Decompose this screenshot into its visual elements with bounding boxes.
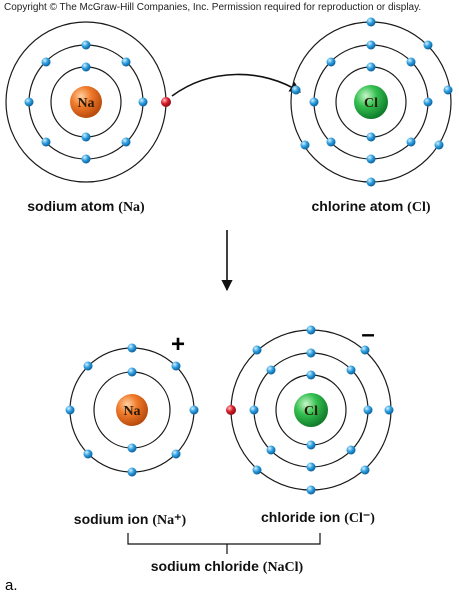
electron (171, 361, 181, 371)
electron (266, 365, 276, 375)
sodium-ion-label-symbol: (Na⁺) (152, 513, 186, 528)
electron (24, 97, 34, 107)
electron (121, 137, 131, 147)
electron (252, 465, 262, 475)
electron (83, 449, 93, 459)
sodium-ion-nucleus-symbol: Na (123, 404, 140, 419)
compound-bracket (127, 533, 321, 554)
electron (306, 440, 316, 450)
electron (300, 140, 310, 150)
electron (306, 485, 316, 495)
chloride-ion-charge: – (361, 321, 374, 348)
sodium-ion-label-word: sodium ion (74, 511, 149, 527)
transferred-electron (161, 97, 171, 107)
sodium-atom-label: sodium atom (Na) (27, 198, 145, 215)
chlorine-atom-label-symbol: (Cl) (407, 200, 431, 215)
electron-group (65, 343, 199, 477)
electron (434, 140, 444, 150)
sodium-nucleus-symbol: Na (77, 96, 94, 111)
electron (360, 345, 370, 355)
electron (366, 177, 376, 187)
sodium-ion-label: sodium ion (Na⁺) (74, 511, 187, 528)
electron (363, 405, 373, 415)
electron (121, 57, 131, 67)
chlorine-nucleus-symbol: Cl (364, 96, 378, 111)
electron (306, 370, 316, 380)
chlorine-atom-label-word: chlorine atom (311, 198, 403, 214)
sodium-chloride-label: sodium chloride (NaCl) (151, 558, 304, 575)
electron (309, 97, 319, 107)
sodium-chloride-label-symbol: (NaCl) (263, 560, 304, 575)
sodium-ion-charge: + (171, 331, 185, 358)
electron (360, 465, 370, 475)
electron (384, 405, 394, 415)
electron (127, 443, 137, 453)
electron (252, 345, 262, 355)
chlorine-atom: Cl (290, 17, 453, 187)
copyright-notice: Copyright © The McGraw-Hill Companies, I… (4, 2, 421, 13)
sodium-atom-label-word: sodium atom (27, 198, 114, 214)
electron (81, 132, 91, 142)
electron (406, 137, 416, 147)
chloride-ion: Cl – (226, 321, 394, 495)
electron-transfer-arrow (171, 73, 301, 97)
sodium-chloride-label-word: sodium chloride (151, 558, 259, 574)
electron (346, 365, 356, 375)
electron (81, 154, 91, 164)
chloride-ion-label-word: chloride ion (261, 509, 340, 525)
electron (65, 405, 75, 415)
electron (171, 449, 181, 459)
electron (81, 62, 91, 72)
electron (306, 462, 316, 472)
chloride-ion-label-symbol: (Cl⁻) (344, 511, 375, 526)
electron (138, 97, 148, 107)
chloride-ion-label: chloride ion (Cl⁻) (261, 509, 375, 526)
sodium-ion-nucleus (116, 394, 148, 426)
electron (326, 57, 336, 67)
gained-electron (226, 405, 236, 415)
electron (189, 405, 199, 415)
electron-group (249, 325, 394, 495)
electron (81, 40, 91, 50)
electron (83, 361, 93, 371)
electron (366, 132, 376, 142)
electron (423, 97, 433, 107)
electron (443, 85, 453, 95)
sodium-ion: Na + (65, 331, 199, 477)
sodium-atom-label-symbol: (Na) (118, 200, 145, 215)
electron (366, 154, 376, 164)
electron (249, 405, 259, 415)
electron (406, 57, 416, 67)
electron (127, 343, 137, 353)
electron (366, 40, 376, 50)
panel-label: a. (5, 577, 18, 594)
electron (306, 325, 316, 335)
chloride-ion-nucleus (294, 393, 328, 427)
electron (127, 467, 137, 477)
electron (366, 17, 376, 27)
electron (41, 137, 51, 147)
electron (346, 445, 356, 455)
chloride-ion-nucleus-symbol: Cl (304, 404, 318, 419)
electron (326, 137, 336, 147)
electron-group (24, 40, 148, 164)
electron (291, 85, 301, 95)
electron-group (291, 17, 453, 187)
electron (366, 62, 376, 72)
electron (127, 367, 137, 377)
electron (41, 57, 51, 67)
chlorine-nucleus (354, 85, 388, 119)
electron (266, 445, 276, 455)
sodium-nucleus (70, 86, 102, 118)
sodium-atom: Na (5, 21, 171, 183)
electron (423, 40, 433, 50)
electron (306, 348, 316, 358)
chlorine-atom-label: chlorine atom (Cl) (311, 198, 430, 215)
